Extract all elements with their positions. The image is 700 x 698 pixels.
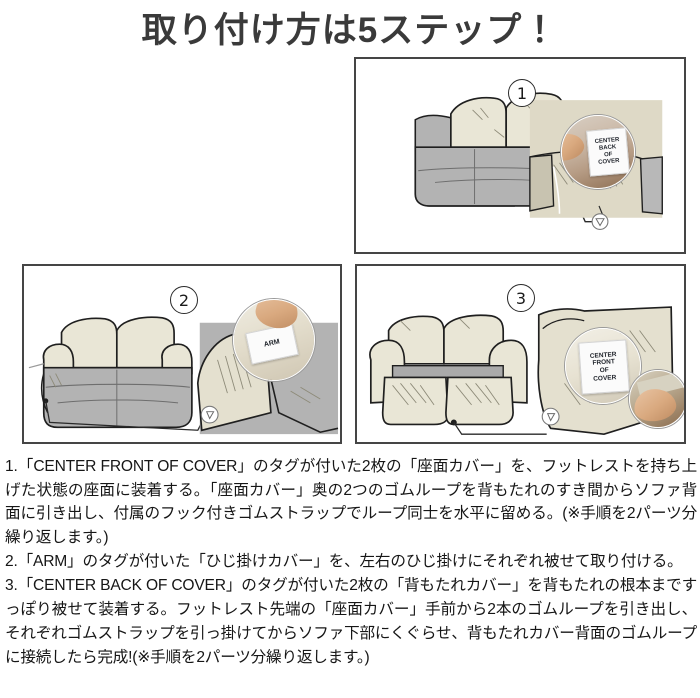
illustration-panel-step-2: 2	[22, 264, 342, 444]
care-tag-step-3: CENTER FRONT OF COVER	[578, 339, 630, 395]
page-title-bar: 取り付け方は5ステップ！	[0, 6, 700, 54]
instruction-text-block: 1.「CENTER FRONT OF COVER」のタグが付いた2枚の「座面カバ…	[5, 455, 697, 670]
tag-magnifier-step-1: CENTER BACK OF COVER	[561, 115, 635, 189]
care-tag-step-1: CENTER BACK OF COVER	[586, 127, 630, 177]
instruction-item-3: 3.「CENTER BACK OF COVER」のタグが付いた2枚の「背もたれカ…	[5, 577, 697, 666]
page-title: 取り付け方は5ステップ！	[141, 10, 559, 50]
tag-line-1: ARM	[263, 338, 281, 349]
illustration-panel-step-3: 3	[355, 264, 686, 444]
hand-magnifier-step-3	[629, 370, 684, 428]
instruction-item-2: 2.「ARM」のタグが付いた「ひじ掛けカバー」を、左右のひじ掛けにそれぞれ被せて…	[5, 553, 683, 571]
instruction-item-1: 1.「CENTER FRONT OF COVER」のタグが付いた2枚の「座面カバ…	[5, 458, 697, 547]
sofa-graphic-small	[28, 316, 205, 431]
step-number-badge-1: 1	[508, 79, 536, 107]
step-number-badge-3: 3	[507, 284, 535, 312]
tag-line-4: COVER	[597, 158, 620, 166]
step-number-badge-2: 2	[170, 286, 198, 314]
tag-magnifier-step-2: ARM	[233, 299, 315, 381]
sofa-graphic-covered	[369, 314, 547, 435]
tag-line-4: COVER	[592, 373, 617, 383]
illustration-panel-step-1: 1	[354, 57, 686, 254]
tag-magnifier-step-3: CENTER FRONT OF COVER	[565, 328, 641, 404]
